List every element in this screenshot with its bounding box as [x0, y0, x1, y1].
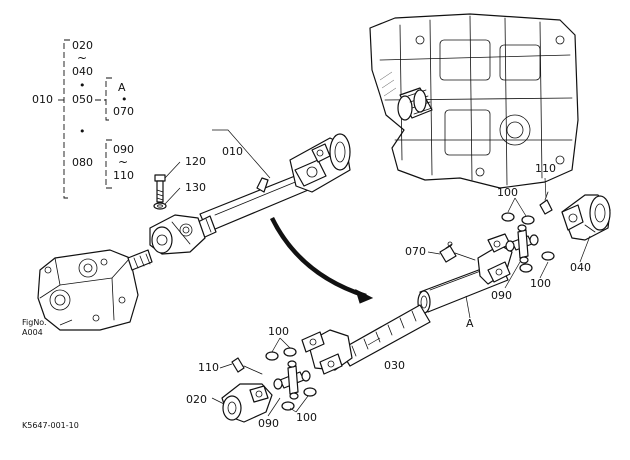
- grease-nipple-110-right: [539, 191, 553, 215]
- main-shaft-010: [149, 133, 351, 255]
- label-040: 040: [72, 65, 93, 78]
- transmission-housing: [369, 13, 579, 189]
- label-tilde-2: ~: [118, 155, 129, 169]
- label-090-top: 090: [113, 143, 134, 156]
- bolt-120: [154, 174, 166, 203]
- label-110-top: 110: [113, 169, 134, 182]
- drawing-id: K5647-001-10: [22, 421, 79, 430]
- label-100-bottom-low: 100: [296, 411, 317, 424]
- label-120: 120: [185, 155, 206, 168]
- label-010-shaft: 010: [222, 145, 243, 158]
- label-090-bottom: 090: [258, 417, 279, 430]
- curved-direction-arrow: [269, 217, 374, 304]
- label-090-right: 090: [491, 289, 512, 302]
- label-030: 030: [384, 359, 405, 372]
- label-100-right: 100: [497, 186, 518, 199]
- shaft-assembly-a: [301, 233, 513, 375]
- label-a-top: A: [118, 81, 126, 94]
- variant-bracket-group: [55, 39, 112, 199]
- label-dot-2: •: [79, 125, 86, 138]
- label-020: 020: [72, 39, 93, 52]
- label-110-bottom: 110: [198, 361, 219, 374]
- cross-kit-090-right: [505, 224, 539, 264]
- label-070-right: 070: [405, 245, 426, 258]
- label-dot-1: •: [79, 79, 86, 92]
- label-100-right-low: 100: [530, 277, 551, 290]
- figure-ref-line2: A004: [22, 328, 43, 337]
- label-110-right: 110: [535, 162, 556, 175]
- label-100-bottom: 100: [268, 325, 289, 338]
- label-dot-a: •: [121, 93, 128, 106]
- label-a-mid: A: [466, 317, 474, 330]
- cross-kit-090-bottom: [273, 360, 311, 400]
- leader-lines: [59, 129, 591, 417]
- washer-130: [153, 202, 167, 210]
- grease-nipple-110-bottom: [231, 357, 263, 375]
- figure-ref-line1: FigNo.: [22, 318, 47, 327]
- label-130: 130: [185, 181, 206, 194]
- yoke-040: [561, 194, 611, 241]
- yoke-020: [221, 383, 273, 423]
- circlip-100-right: [501, 212, 555, 273]
- label-050: 050: [72, 93, 93, 106]
- label-070-top: 070: [113, 105, 134, 118]
- label-020-bottom: 020: [186, 393, 207, 406]
- label-080: 080: [72, 156, 93, 169]
- label-040-right: 040: [570, 261, 591, 274]
- label-tilde-1: ~: [77, 51, 88, 65]
- pto-gearbox: [37, 249, 153, 331]
- label-010-left: 010: [32, 93, 53, 106]
